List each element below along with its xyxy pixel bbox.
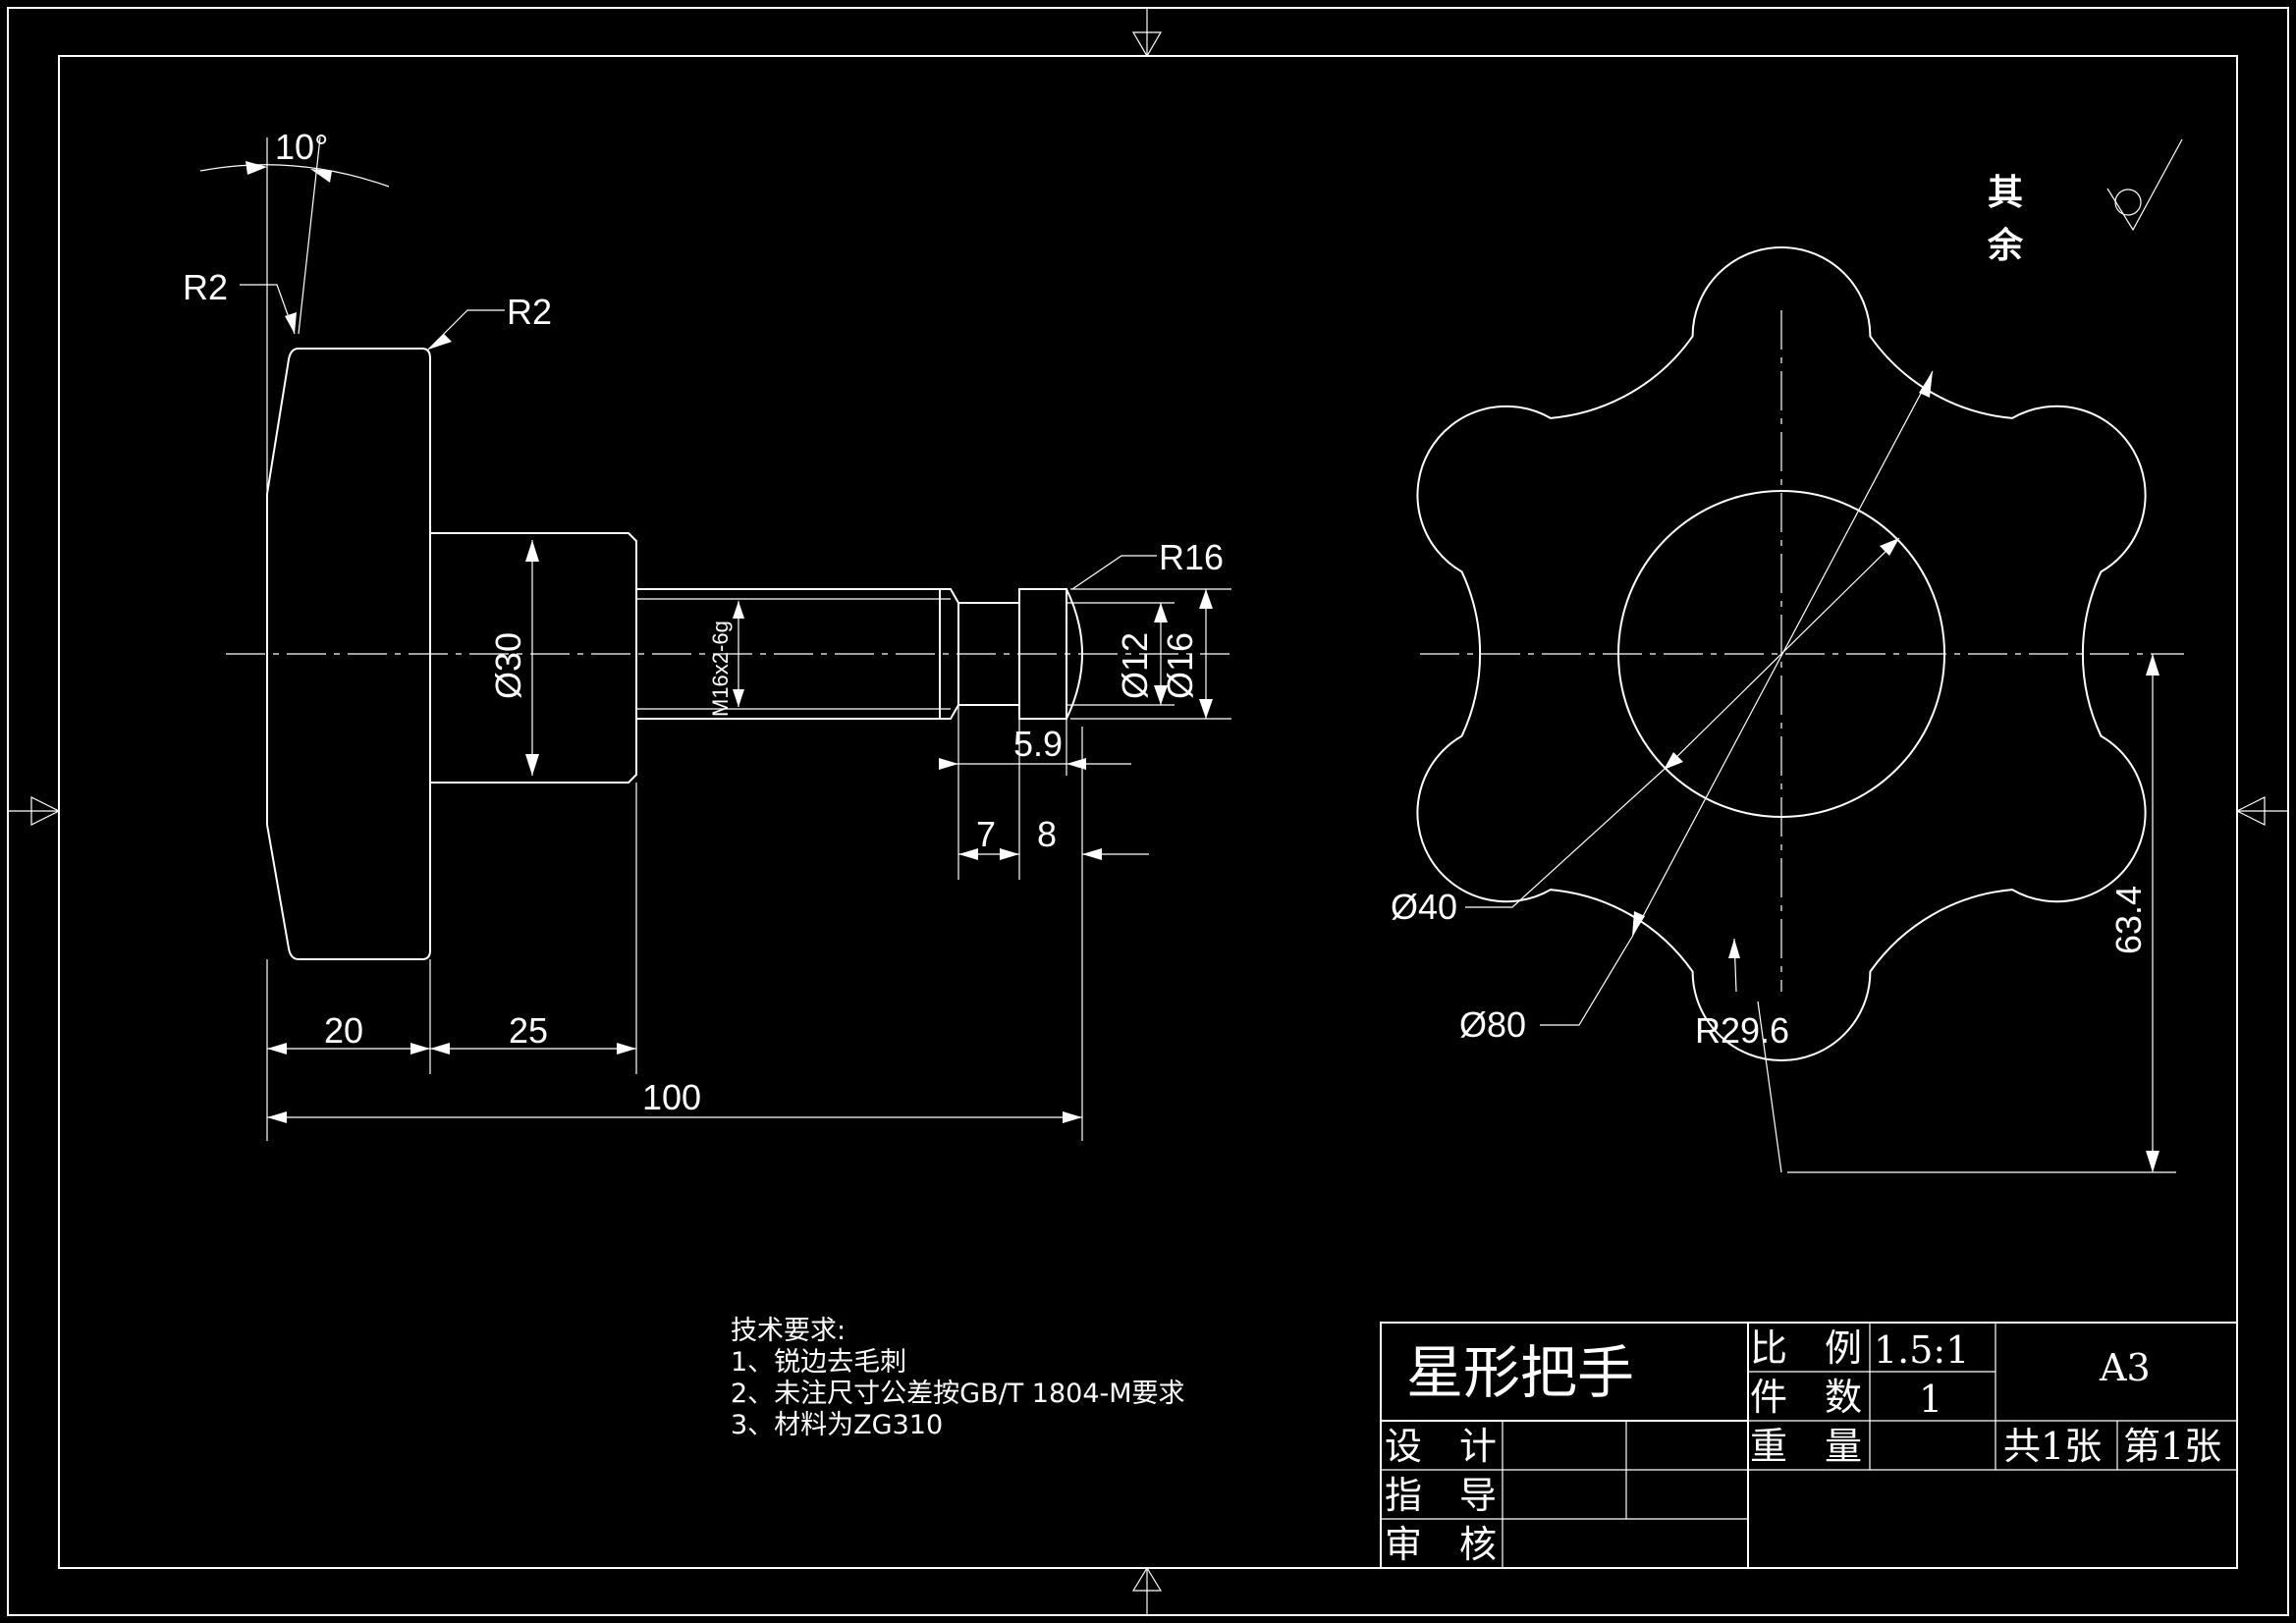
qty-label: 件 数 <box>1750 1376 1862 1419</box>
sheet-number: 第1张 <box>2123 1425 2221 1468</box>
technical-notes: 技术要求: 1、锐边去毛刺 2、未注尺寸公差按GB/T 1804-M要求 3、材… <box>731 1316 1185 1440</box>
qty-value: 1 <box>1919 1378 1942 1421</box>
dim-dia-inner: Ø40 <box>1391 887 1457 927</box>
note-item-1: 1、锐边去毛刺 <box>731 1347 906 1378</box>
side-view: Ø30 M16x2-6g Ø12 Ø16 R16 5.9 <box>183 127 1231 1141</box>
title-block: 星形把手 比 例 1.5:1 件 数 1 重 量 A3 共1张 第1张 设 计 … <box>1380 1322 2238 1569</box>
outer-border <box>7 7 2289 1616</box>
dim-radius-tip: R16 <box>1159 537 1224 577</box>
dim-hundred: 100 <box>642 1077 701 1117</box>
dim-dia-outer: Ø80 <box>1459 1004 1526 1045</box>
note-item-3: 3、材料为ZG310 <box>731 1410 943 1440</box>
dim-thread: M16x2-6g <box>708 621 733 717</box>
dim-dia-tip: Ø16 <box>1160 632 1200 699</box>
dim-groove: 5.9 <box>1013 724 1063 764</box>
sheets-total: 共1张 <box>2003 1425 2102 1468</box>
dim-angle: 10° <box>275 127 328 167</box>
dim-seven: 7 <box>976 814 996 854</box>
knob-profile <box>266 348 431 960</box>
dim-radius-left: R2 <box>183 267 228 307</box>
dim-twenty: 20 <box>324 1010 363 1051</box>
dim-twenty-five: 25 <box>509 1010 548 1051</box>
notes-heading: 技术要求: <box>731 1316 846 1346</box>
roughness-label-1: 其 <box>1988 173 2023 213</box>
dim-radius-lobe: R29.6 <box>1695 1010 1789 1051</box>
dim-eight: 8 <box>1037 814 1057 854</box>
scale-value: 1.5:1 <box>1874 1328 1969 1372</box>
dim-radius-right: R2 <box>507 292 552 332</box>
guide-label: 指 导 <box>1385 1474 1497 1517</box>
scale-label: 比 例 <box>1750 1326 1862 1370</box>
review-label: 审 核 <box>1385 1523 1497 1566</box>
centering-marks <box>8 8 2288 1615</box>
dim-dia-collar: Ø30 <box>488 632 528 699</box>
roughness-label-2: 余 <box>1987 225 2024 266</box>
note-item-2: 2、未注尺寸公差按GB/T 1804-M要求 <box>731 1379 1185 1409</box>
dim-dia-small: Ø12 <box>1115 632 1155 699</box>
inner-frame <box>58 55 2238 1569</box>
paper-size: A3 <box>2099 1346 2151 1389</box>
part-name: 星形把手 <box>1406 1339 1634 1406</box>
star-knob-outline <box>1416 246 2147 1061</box>
roughness-symbol: 其 余 <box>1987 138 2183 266</box>
front-view: Ø40 Ø80 R29.6 63.4 <box>1391 246 2184 1173</box>
collar-profile <box>430 532 637 784</box>
weight-label: 重 量 <box>1750 1425 1862 1468</box>
center-bore <box>1617 490 1945 818</box>
shaft-profile <box>636 588 959 720</box>
design-label: 设 计 <box>1385 1425 1497 1468</box>
dim-height: 63.4 <box>2108 886 2149 954</box>
